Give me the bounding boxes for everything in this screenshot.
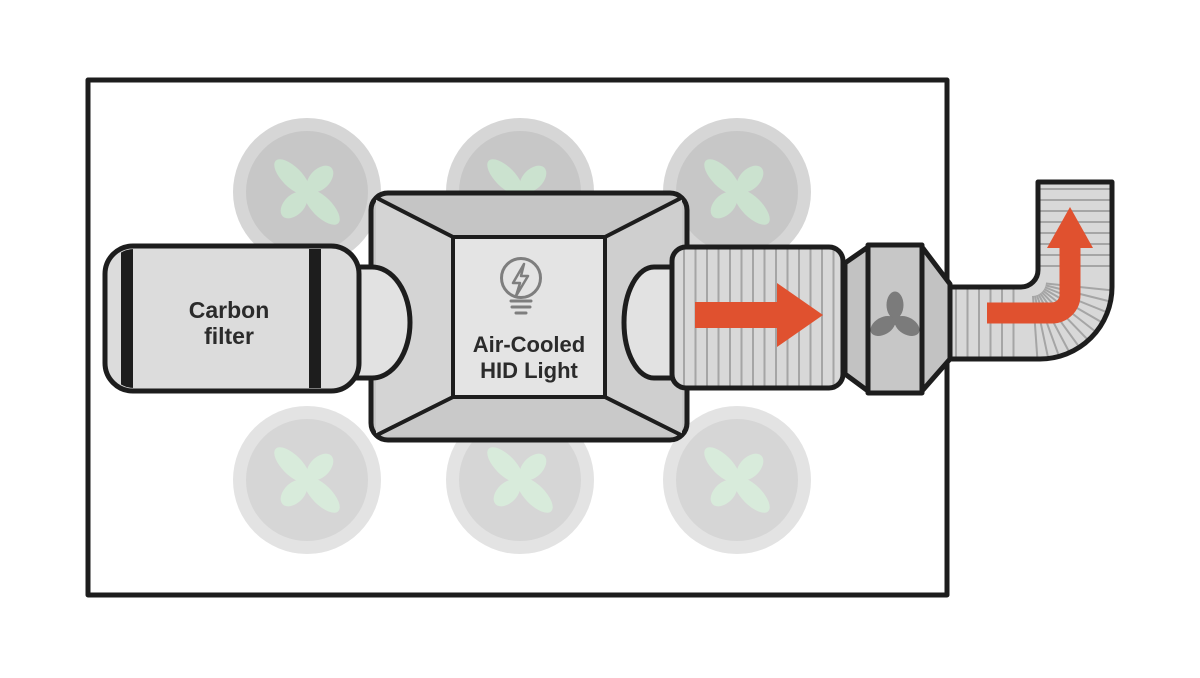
carbon-filter-band xyxy=(309,249,321,388)
elbow-duct-body xyxy=(950,182,1112,359)
airflow-arrow-right-icon xyxy=(695,283,823,347)
exhaust-elbow-duct xyxy=(947,179,1115,362)
filter-duct-collar xyxy=(351,264,413,381)
carbon-filter-label-line1: Carbon xyxy=(189,297,270,323)
hid-light-label-line1: Air-Cooled xyxy=(473,332,585,357)
hood-left-panel xyxy=(376,198,453,435)
carbon-filter-body xyxy=(102,243,362,394)
elbow-duct-outline xyxy=(947,179,1115,362)
plant-pot xyxy=(233,406,381,554)
lightning-bolt-icon xyxy=(511,262,530,298)
hood-corner-seams xyxy=(374,195,684,438)
carbon-filter: Carbon filter xyxy=(102,243,362,394)
hood-glass-window xyxy=(451,235,607,399)
hood-bottom-panel xyxy=(376,397,682,435)
elbow-ribs-bend-line xyxy=(1045,282,1112,293)
air-cooled-hid-light: Air-Cooled HID Light xyxy=(368,190,690,443)
airflow-arrow-up-head xyxy=(1047,207,1093,248)
fan-inlet-cone xyxy=(842,244,871,394)
fan-blades-icon xyxy=(870,291,920,336)
ribbed-duct xyxy=(669,244,846,391)
hood-outlet-collar xyxy=(621,264,679,381)
hid-light-label-line2: HID Light xyxy=(480,358,578,383)
carbon-filter-band xyxy=(121,249,133,388)
light-bulb-lightning-icon xyxy=(500,257,542,315)
airflow-arrow-up-icon xyxy=(987,207,1093,324)
hood-top-panel xyxy=(376,198,682,237)
carbon-filter-label-line2: filter xyxy=(204,323,254,349)
airflow-arrow-up-shaft xyxy=(987,245,1081,324)
inline-fan xyxy=(842,242,953,396)
